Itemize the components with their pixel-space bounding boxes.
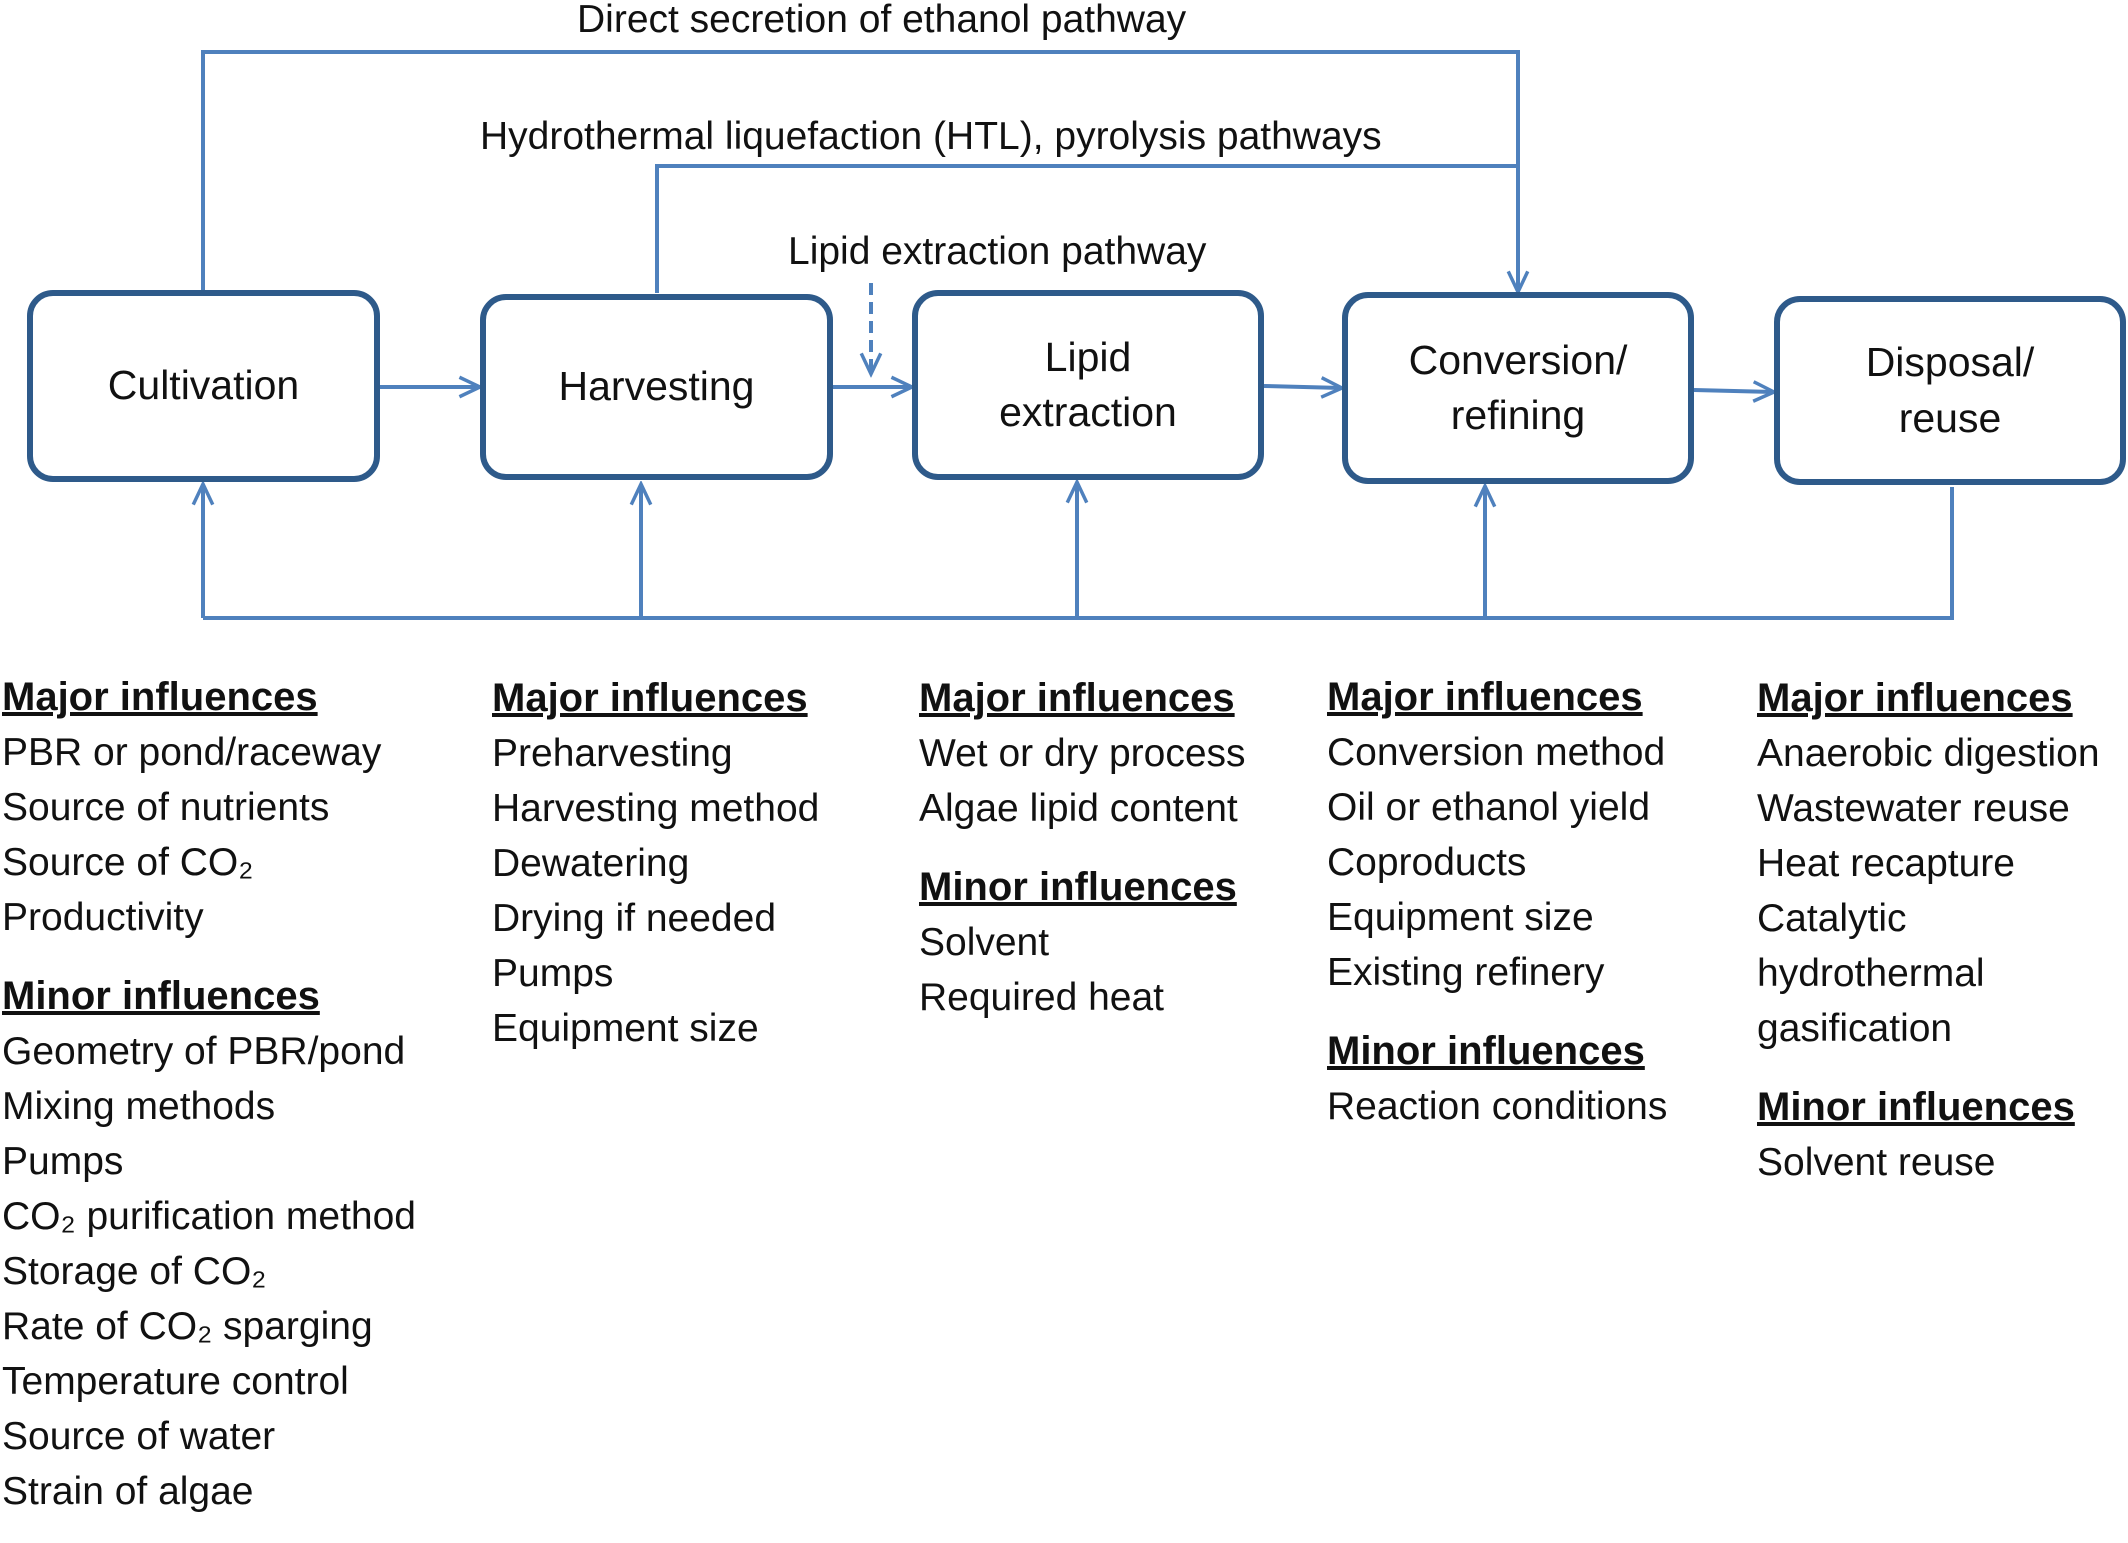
list-item: Coproducts — [1327, 841, 1527, 884]
list-item: Source of nutrients — [2, 786, 330, 829]
major-influences-list: Conversion method Oil or ethanol yield C… — [1327, 725, 1667, 1000]
feedback-loop-line — [203, 487, 1954, 620]
cultivation-influences: Major influences PBR or pond/raceway Sou… — [2, 670, 416, 1543]
list-item: Rate of CO₂ sparging — [2, 1305, 373, 1348]
lipid-extraction-label: Lipid extraction — [999, 333, 1177, 435]
list-item: Drying if needed — [492, 897, 777, 940]
major-influences-heading: Major influences — [2, 675, 318, 719]
major-influences-heading: Major influences — [1757, 676, 2073, 720]
list-item: Geometry of PBR/pond — [2, 1030, 406, 1073]
list-item: Pumps — [2, 1140, 124, 1183]
disposal-reuse-box: Disposal/ reuse — [1774, 296, 2126, 485]
list-item: Conversion method — [1327, 731, 1666, 774]
list-item: Oil or ethanol yield — [1327, 786, 1651, 829]
major-influences-heading: Major influences — [492, 676, 808, 720]
list-item: CO₂ purification method — [2, 1195, 416, 1238]
direct-ethanol-pathway-label: Direct secretion of ethanol pathway — [577, 0, 1187, 41]
cultivation-label: Cultivation — [107, 362, 300, 409]
list-item: Existing refinery — [1327, 951, 1605, 994]
list-item: gasification — [1757, 1007, 1953, 1050]
list-item: Source of water — [2, 1415, 276, 1458]
list-item: Required heat — [919, 976, 1165, 1019]
list-item: Storage of CO₂ — [2, 1250, 267, 1293]
conversion-refining-influences: Major influences Conversion method Oil o… — [1327, 670, 1667, 1158]
list-item: hydrothermal — [1757, 952, 1985, 995]
major-influences-list: Preharvesting Harvesting method Dewateri… — [492, 726, 819, 1056]
list-item: Equipment size — [1327, 896, 1594, 939]
direct-ethanol-pathway-line — [201, 50, 1518, 293]
minor-influences-list: Reaction conditions — [1327, 1079, 1667, 1134]
minor-influences-heading: Minor influences — [1327, 1029, 1645, 1073]
list-item: Solvent reuse — [1757, 1141, 1996, 1184]
list-item: Mixing methods — [2, 1085, 276, 1128]
list-item: Catalytic — [1757, 897, 1907, 940]
harvesting-influences: Major influences Preharvesting Harvestin… — [492, 671, 819, 1080]
minor-influences-heading: Minor influences — [2, 974, 320, 1018]
major-influences-list: PBR or pond/raceway Source of nutrients … — [2, 725, 416, 945]
minor-influences-list: Geometry of PBR/pond Mixing methods Pump… — [2, 1024, 416, 1519]
cultivation-box: Cultivation — [27, 290, 380, 482]
lipid-extraction-to-conversion-arrow — [1263, 386, 1342, 388]
list-item: Productivity — [2, 896, 204, 939]
lipid-extraction-pathway-label: Lipid extraction pathway — [788, 230, 1207, 273]
minor-influences-heading: Minor influences — [1757, 1085, 2075, 1129]
minor-influences-list: Solvent reuse — [1757, 1135, 2100, 1190]
major-influences-heading: Major influences — [1327, 675, 1643, 719]
list-item: Reaction conditions — [1327, 1085, 1668, 1128]
conversion-refining-label: Conversion/ refining — [1408, 336, 1628, 438]
disposal-reuse-influences: Major influences Anaerobic digestion Was… — [1757, 671, 2100, 1214]
minor-influences-list: Solvent Required heat — [919, 915, 1246, 1025]
list-item: Preharvesting — [492, 732, 733, 775]
list-item: Temperature control — [2, 1360, 349, 1403]
list-item: Dewatering — [492, 842, 690, 885]
list-item: Heat recapture — [1757, 842, 2015, 885]
list-item: Wastewater reuse — [1757, 787, 2070, 830]
lipid-extraction-box: Lipid extraction — [912, 290, 1264, 480]
list-item: Algae lipid content — [919, 787, 1238, 830]
major-influences-heading: Major influences — [919, 676, 1235, 720]
list-item: Strain of algae — [2, 1470, 254, 1513]
list-item: Anaerobic digestion — [1757, 732, 2100, 775]
list-item: PBR or pond/raceway — [2, 731, 382, 774]
major-influences-list: Anaerobic digestion Wastewater reuse Hea… — [1757, 726, 2100, 1056]
harvesting-label: Harvesting — [558, 363, 755, 410]
disposal-reuse-label: Disposal/ reuse — [1865, 339, 2035, 441]
list-item: Source of CO₂ — [2, 841, 254, 884]
list-item: Wet or dry process — [919, 732, 1246, 775]
htl-pyrolysis-pathway-label: Hydrothermal liquefaction (HTL), pyrolys… — [480, 115, 1382, 158]
conversion-to-disposal-arrow — [1693, 390, 1774, 392]
list-item: Equipment size — [492, 1007, 759, 1050]
harvesting-box: Harvesting — [480, 294, 833, 480]
lipid-extraction-influences: Major influences Wet or dry process Alga… — [919, 671, 1246, 1049]
htl-pyrolysis-pathway-line — [655, 164, 1518, 293]
list-item: Pumps — [492, 952, 614, 995]
list-item: Solvent — [919, 921, 1050, 964]
major-influences-list: Wet or dry process Algae lipid content — [919, 726, 1246, 836]
conversion-refining-box: Conversion/ refining — [1342, 292, 1694, 484]
minor-influences-heading: Minor influences — [919, 865, 1237, 909]
list-item: Harvesting method — [492, 787, 820, 830]
